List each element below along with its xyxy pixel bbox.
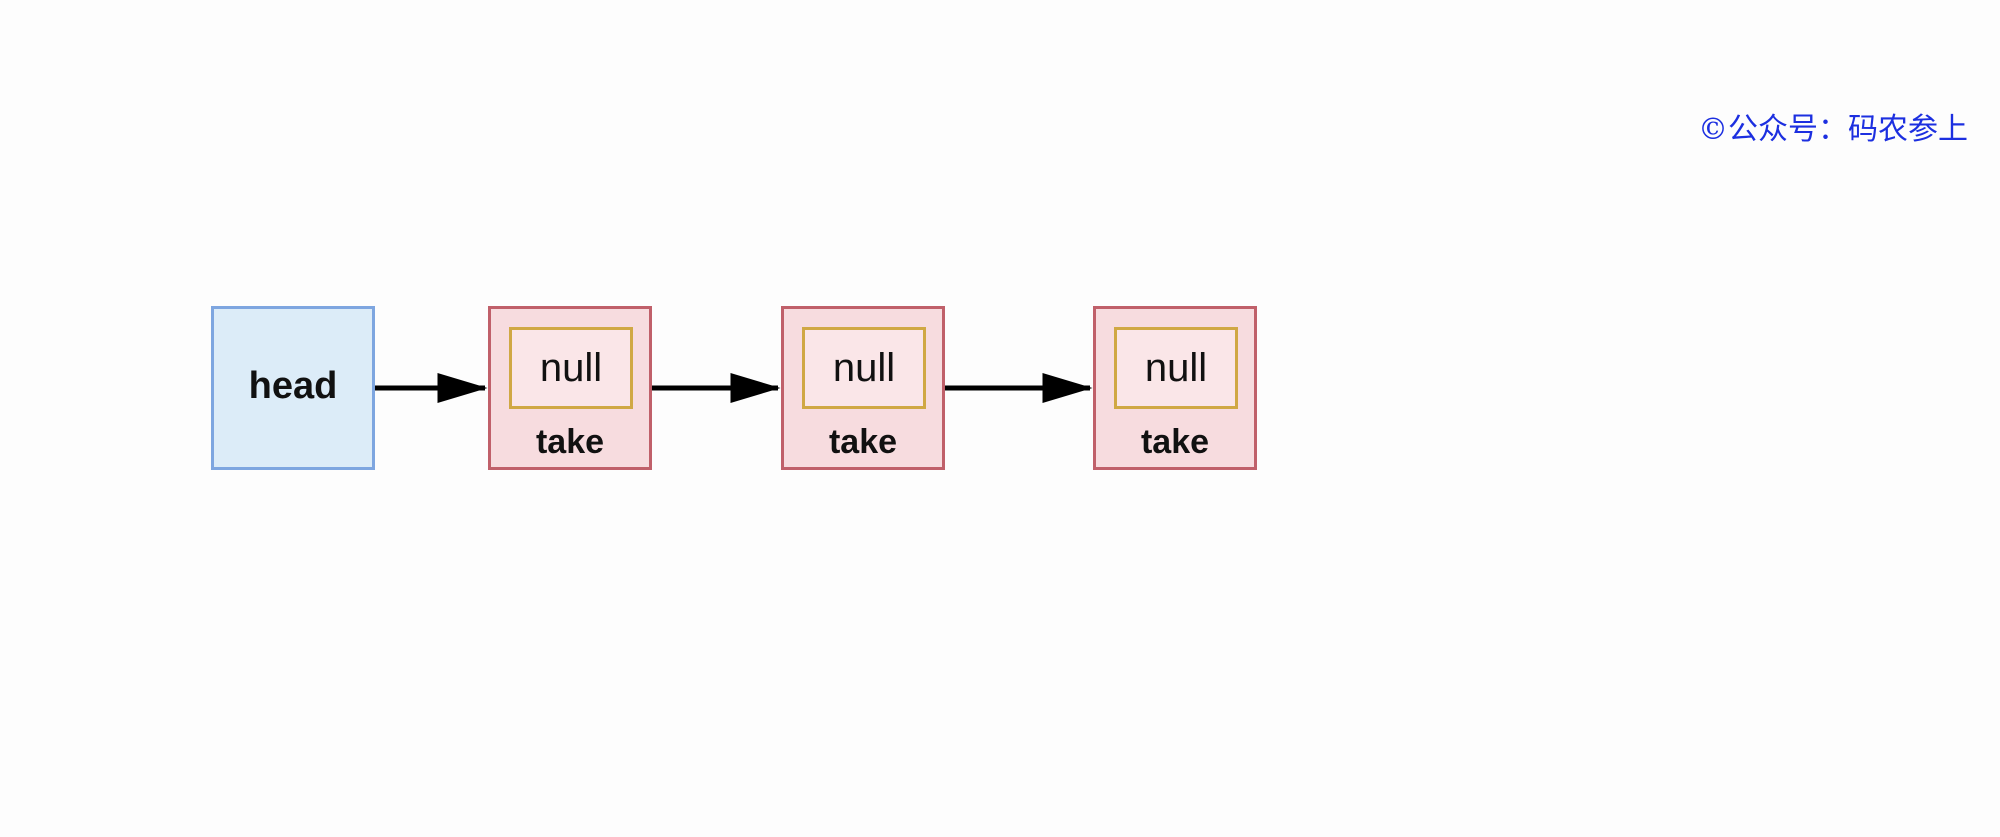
node-mode: take — [535, 423, 605, 461]
watermark-text: ©公众号：码农参上 — [1698, 112, 1968, 147]
queue-node-2: null take — [781, 306, 945, 470]
item-box: null — [509, 327, 633, 409]
head-node: head — [211, 306, 375, 470]
node-mode: take — [828, 423, 898, 461]
item-box: null — [802, 327, 926, 409]
head-label: head — [248, 365, 338, 407]
item-value: null — [832, 346, 896, 390]
item-box: null — [1114, 327, 1238, 409]
node-mode: take — [1140, 423, 1210, 461]
item-value: null — [1144, 346, 1208, 390]
queue-node-1: null take — [488, 306, 652, 470]
item-value: null — [539, 346, 603, 390]
queue-node-3: null take — [1093, 306, 1257, 470]
